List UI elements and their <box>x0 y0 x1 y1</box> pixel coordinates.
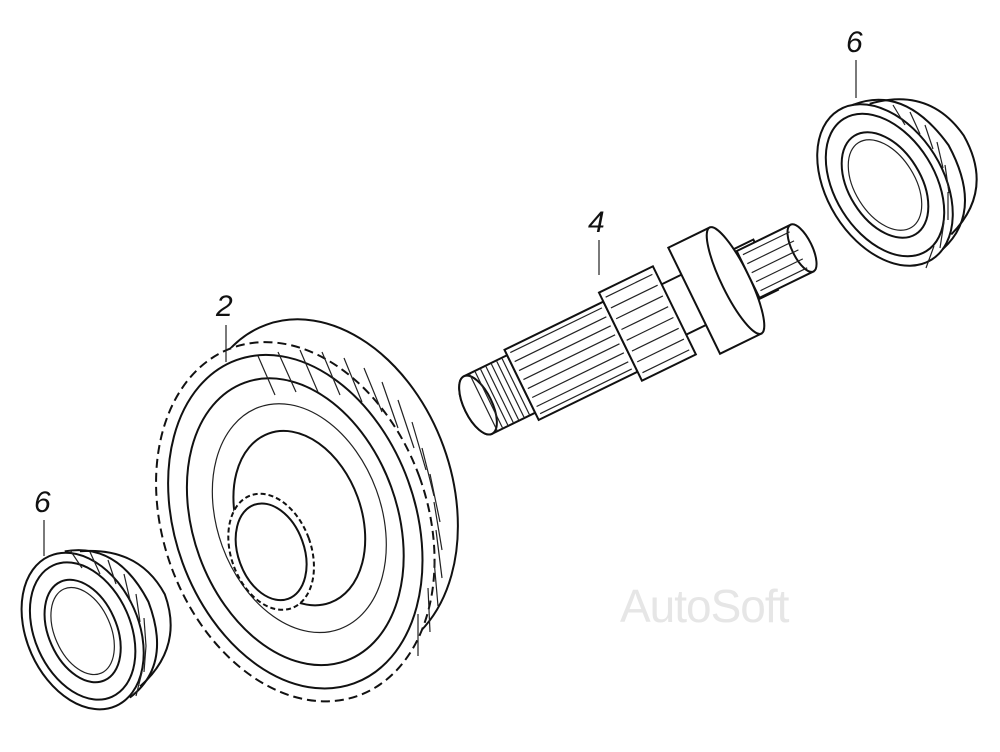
callout-6-right: 6 <box>846 26 863 59</box>
callout-2: 2 <box>215 290 233 323</box>
bearing-right-rollers <box>892 104 950 269</box>
callout-6-left: 6 <box>34 486 51 519</box>
gear: 2 <box>155 290 459 703</box>
bearing-left: 6 <box>20 486 172 711</box>
gear-teeth <box>257 349 443 656</box>
watermark-text: AutoSoft <box>620 580 790 632</box>
bearing-right: 6 <box>816 26 978 269</box>
callout-4: 4 <box>588 206 605 239</box>
shaft: 4 <box>458 206 818 436</box>
bearing-left-rollers <box>69 549 147 697</box>
